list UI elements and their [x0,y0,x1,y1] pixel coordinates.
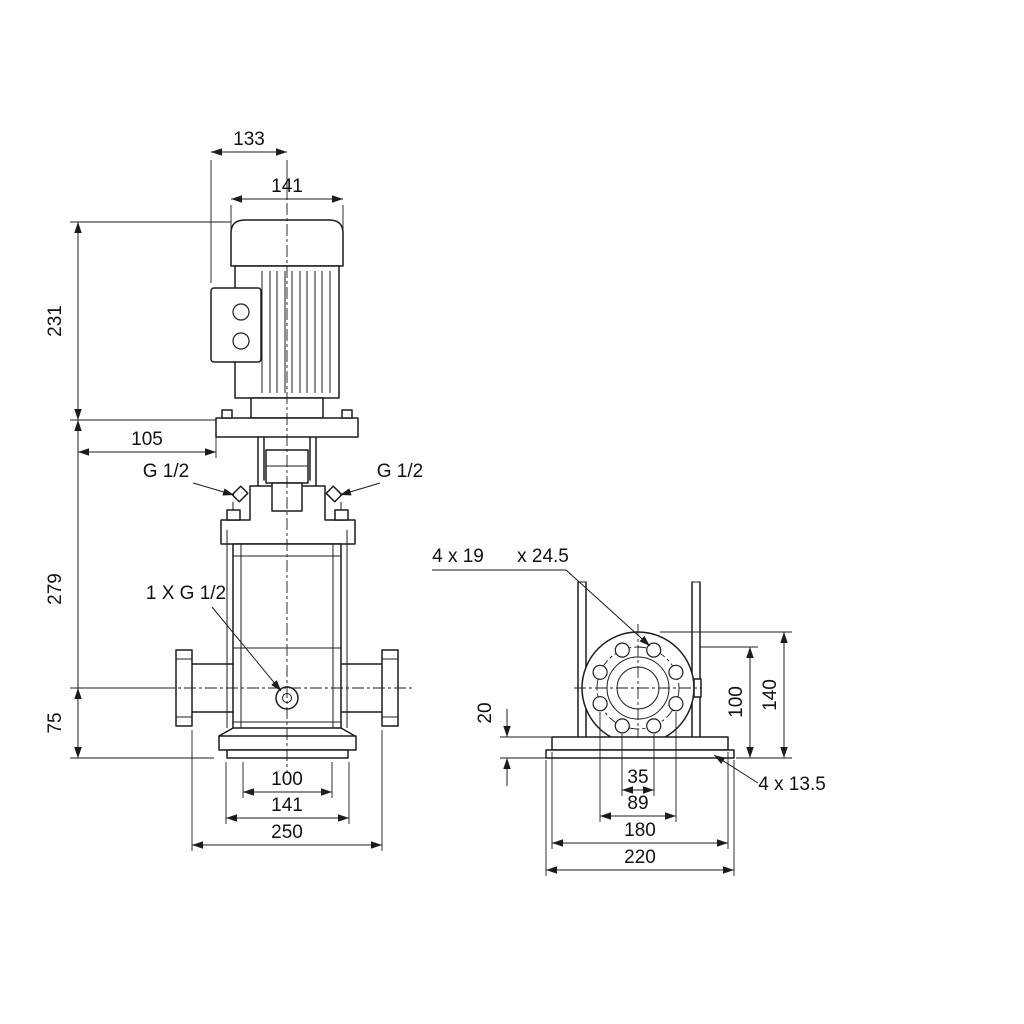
staybolt-nut [226,509,241,521]
port-label-right: G 1/2 [377,461,423,482]
dim-label-231: 231 [45,305,66,337]
dim-width-89: 89 [599,712,677,822]
cable-entry-hole [232,332,250,350]
front-view: 133 141 231 105 279 [45,129,423,851]
dim-label-140: 140 [760,679,781,711]
dim-offset-105: 105 [78,429,217,458]
base-plate [218,735,357,751]
pump-base-side [545,736,735,759]
dim-label-35: 35 [627,767,648,788]
chamber-outline [577,581,701,738]
flange-pipe [340,663,383,713]
drain-label: 1 X G 1/2 [146,583,226,604]
bolt-hole [646,642,662,658]
bolt-hole [668,696,684,712]
dim-width-141-bottom: 141 [225,762,350,824]
port-callout-right: G 1/2 [339,461,423,496]
staybolt-nut [334,509,349,521]
dim-width-133: 133 [210,129,288,283]
dim-height-75: 75 [45,687,172,758]
dim-label-279: 279 [45,573,66,605]
dim-width-100: 100 [242,762,333,798]
dimensions-side: 4 x 19 x 24.5 20 100 140 [432,546,826,876]
flange-holes-label: 4 x 19 [432,546,484,567]
base-foot-side [545,749,735,759]
flange-pipe [191,663,234,713]
flange-face [574,624,702,752]
dim-height-140: 140 [660,631,792,758]
dim-label-89: 89 [627,793,648,814]
tie-rod [226,530,348,728]
dim-width-220: 220 [545,760,735,876]
dim-label-75: 75 [45,712,66,733]
side-view: 4 x 19 x 24.5 20 100 140 [432,546,826,876]
dim-height-100-side: 100 [700,646,792,759]
motor-fins [261,271,331,393]
bolt-hole [614,642,630,658]
base-holes-label: 4 x 13.5 [758,774,826,795]
flange-bolt [221,409,233,419]
pump-head [220,482,356,545]
base-foot [226,749,349,759]
bolt-hole [668,664,684,680]
base-transition [218,727,356,737]
base-plate-side [551,736,729,751]
dim-width-180: 180 [551,752,729,849]
flange-bolt-lines [176,658,192,718]
port-plug-left [231,485,249,503]
dim-label-180: 180 [624,820,656,841]
dim-width-35: 35 [621,734,655,796]
bolt-hole [614,718,630,734]
bolt-hole [646,718,662,734]
centerlines-front [163,203,412,772]
flange-bolt-lines [382,658,398,718]
drain-callout: 1 X G 1/2 [146,583,282,692]
dim-width-141-top: 141 [230,176,344,262]
dim-label-220: 220 [624,847,656,868]
base-holes-callout: 4 x 13.5 [713,754,826,795]
port-callout-left: G 1/2 [143,461,235,496]
bolt-hole [592,696,608,712]
dim-height-231: 231 [45,221,231,421]
dim-label-250: 250 [271,822,303,843]
port-plug-right [325,485,343,503]
flange-holes-callout: 4 x 19 x 24.5 [432,546,651,647]
dim-label-141-bottom: 141 [271,795,303,816]
dim-label-141-top: 141 [271,176,303,197]
flange-holes-depth-label: x 24.5 [517,546,569,567]
port-label-left: G 1/2 [143,461,189,482]
dim-label-20: 20 [475,702,496,723]
motor-stool-legs [257,436,317,487]
dim-width-250: 250 [191,730,383,851]
dim-label-100: 100 [271,769,303,790]
pump-base-front [218,727,357,759]
dim-base-height-20: 20 [475,702,552,786]
motor [210,219,359,438]
cable-entry-hole [232,303,250,321]
flange-bolt [341,409,353,419]
terminal-box [210,287,262,363]
dim-label-100-side: 100 [726,686,747,718]
bolt-hole [592,664,608,680]
dim-label-105: 105 [131,429,163,450]
dim-label-133: 133 [233,129,265,150]
staybolt-stud [232,502,342,510]
column-inner-walls [240,544,334,728]
dimensions-front: 133 141 231 105 279 [45,129,423,851]
